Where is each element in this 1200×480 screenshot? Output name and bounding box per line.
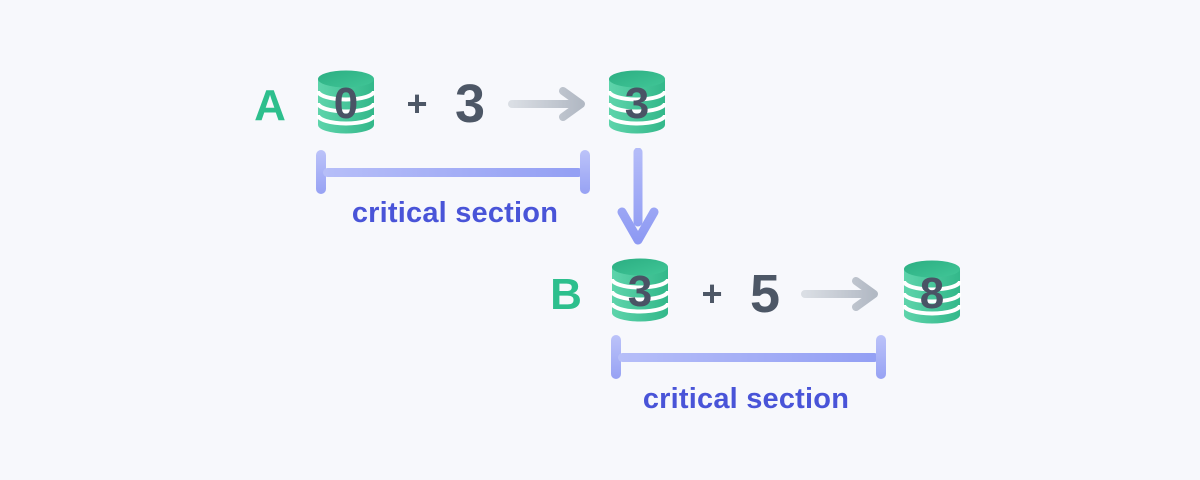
bracket-left-cap xyxy=(611,335,621,379)
database-icon-a-result: 3 xyxy=(608,70,666,134)
database-value-a-initial: 0 xyxy=(333,78,359,128)
bracket-bar xyxy=(618,352,879,362)
critical-section-label-b: critical section xyxy=(642,383,850,415)
thread-b-label: B xyxy=(550,270,582,319)
plus-operator-b: + xyxy=(701,273,723,314)
bracket-bar xyxy=(323,167,583,177)
arrow-down-icon xyxy=(616,147,660,248)
thread-a-label: A xyxy=(254,81,286,130)
bracket-right-cap xyxy=(876,335,886,379)
arrow-right-icon xyxy=(507,86,593,122)
critical-section-bracket-b xyxy=(611,335,886,379)
database-icon-b-result: 8 xyxy=(903,260,961,324)
operand-b: 5 xyxy=(749,264,781,324)
database-value-b-result: 8 xyxy=(919,268,945,318)
database-value-b-initial: 3 xyxy=(627,266,653,316)
plus-operator-a: + xyxy=(406,83,428,124)
operand-a: 3 xyxy=(454,74,486,134)
critical-section-bracket-a xyxy=(316,150,590,194)
arrow-right-icon xyxy=(800,276,886,312)
bracket-right-cap xyxy=(580,150,590,194)
database-icon-a-initial: 0 xyxy=(317,70,375,134)
database-value-a-result: 3 xyxy=(624,78,650,128)
database-cylinder-icon xyxy=(317,70,375,134)
critical-section-label-a: critical section xyxy=(351,197,559,229)
bracket-left-cap xyxy=(316,150,326,194)
database-cylinder-icon xyxy=(903,260,961,324)
database-cylinder-icon xyxy=(611,258,669,322)
database-icon-b-initial: 3 xyxy=(611,258,669,322)
database-cylinder-icon xyxy=(608,70,666,134)
